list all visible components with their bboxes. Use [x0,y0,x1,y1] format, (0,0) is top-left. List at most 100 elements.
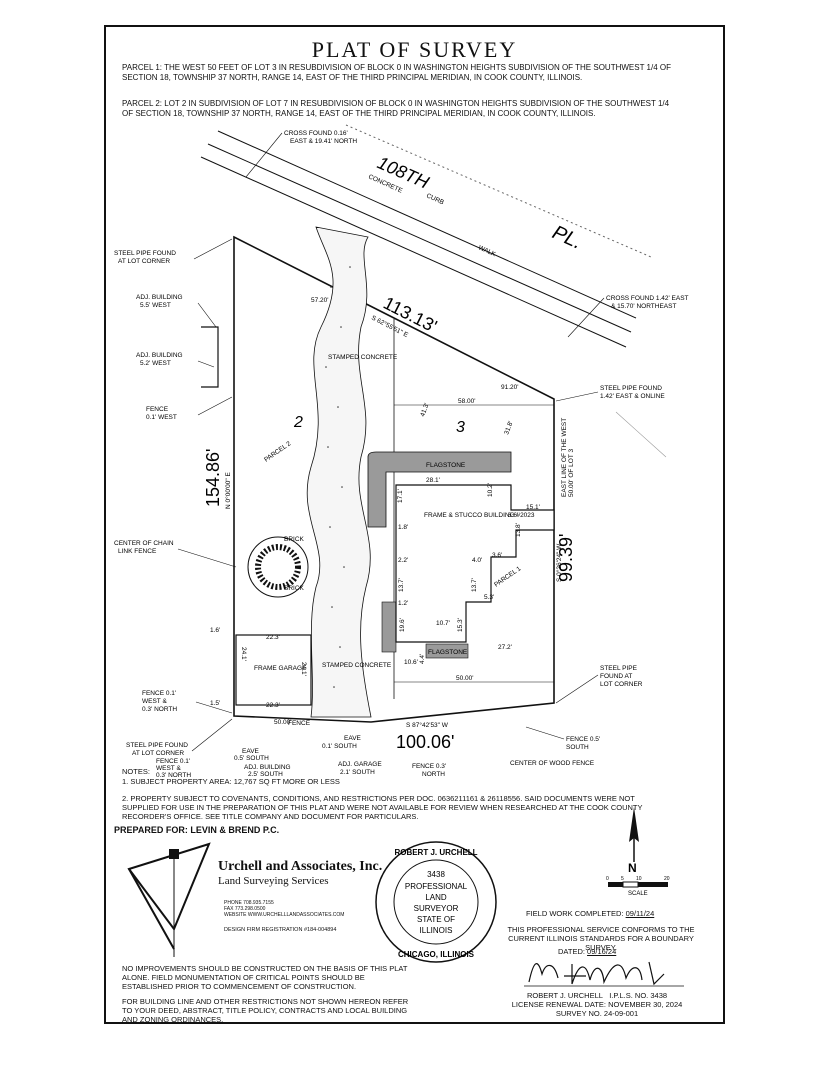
dim-4: 4.0' [472,557,482,564]
flagstone-strip [381,601,397,653]
parcel-1-label: PARCEL 1 [493,565,522,589]
center-chain-label: CENTER OF CHAIN [114,540,174,547]
notes-title: NOTES: [122,767,150,776]
steel-pipe-label: STEEL PIPE [600,665,638,672]
building-label: FRAME & STUCCO BUILDING #2023 [424,512,535,519]
east-boundary-bearing: S 0°26'24" W [555,543,563,582]
dim-6: 6.6' [508,512,518,519]
dim-17: 17.1' [397,489,404,503]
license-renewal: LICENSE RENEWAL DATE: NOVEMBER 30, 2024 [511,1000,683,1009]
logo-target [169,849,179,859]
eave-label: EAVE [242,748,260,755]
disclaimer-2: FOR BUILDING LINE AND OTHER RESTRICTIONS… [122,997,409,1024]
brick-label: BRICK [284,536,305,543]
south-side-labels: EAVE 0.5' SOUTH ADJ. BUILDING 2.5' SOUTH… [234,720,600,778]
curb-label: CURB [425,192,445,206]
logo-plumb [128,868,175,950]
dim-50-b: 50.00' [274,719,292,726]
steel-pipe-label: FOUND AT [600,673,632,680]
adj-building-label: ADJ. BUILDING [244,764,291,771]
bottom-boundary-dimension: 100.06' [396,732,455,752]
scale-block [622,881,639,888]
east-side-labels: STEEL PIPE FOUND 1.42' EAST & ONLINE STE… [600,385,665,688]
surveyor-credentials: ROBERT J. URCHELL I.P.L.S. No. 3438 LICE… [502,991,692,1018]
adj-building-label: 2.5' SOUTH [248,771,283,778]
flagstone-label: FLAGSTONE [426,462,466,469]
dim-13-7b: 13.7' [471,578,478,592]
conformance-statement: THIS PROFESSIONAL SERVICE CONFORMS TO TH… [496,925,706,952]
dim-10-7: 10.7' [436,620,450,627]
adj-building-label: 5.2' WEST [140,360,171,367]
dim-1-5: 1.5' [210,700,220,707]
fax: FAX 773.298.0500 [224,906,266,912]
west-side-labels: STEEL PIPE FOUND AT LOT CORNER ADJ. BUIL… [114,250,191,779]
fence-label: FENCE [288,720,311,727]
lot-number-2: 2 [293,414,303,431]
field-work-line: FIELD WORK COMPLETED: 09/11/24 [526,909,654,918]
steel-pipe-label: LOT CORNER [600,681,643,688]
fence-label: FENCE 0.5' [566,736,600,743]
field-work-date: 09/11/24 [625,909,655,918]
signature-stroke [528,961,665,986]
dim-50-a: 50.00' [456,675,474,682]
dim-3: 3.6' [492,552,502,559]
west-boundary-dimension: 154.86' [203,449,223,508]
dim-58: 58.00' [458,398,476,405]
dim-15-3: 15.3' [457,618,464,632]
surveyor-seal: ROBERT J. URCHELL CHICAGO, ILLINOIS 3438… [375,841,497,963]
leader-lines [525,391,599,740]
adj-garage-label: ADJ. GARAGE [338,761,382,768]
scale-tick: 10 [636,876,642,882]
scale-block [638,882,668,887]
garage-label: FRAME GARAGE [254,665,307,672]
dim-15: 15.1' [526,504,540,511]
eave-label: 0.1' SOUTH [322,743,357,750]
stamped-concrete-driveway [306,226,372,718]
parcel-1-description: PARCEL 1: THE WEST 50 FEET OF LOT 3 IN R… [122,63,671,82]
dim-1-2: 1.2' [398,600,408,607]
company-block: Urchell and Associates, Inc. Land Survey… [218,859,382,887]
fence-label: 0.3' NORTH [142,706,177,713]
seal-line: SURVEYOR [414,904,459,913]
survey-drawing: CONCRETE CURB WALK 108TH PL. CROSS FOUND… [114,124,689,779]
dim-10: 10.2' [487,483,494,497]
adjacent-building [201,326,219,388]
scale-block [608,882,623,887]
flagstone-step [425,643,469,659]
dated-label: DATED: [558,947,585,956]
brick-label: BRICK [284,585,305,592]
conforms-line: CURRENT ILLINOIS STANDARDS FOR A BOUNDAR… [508,934,694,952]
company-logo [127,842,211,957]
fence-label: 0.3' NORTH [156,772,191,779]
flagstone-label: FLAGSTONE [428,649,468,656]
dim-19-6: 19.6' [399,618,406,632]
survey-sheet: PLAT OF SURVEY PARCEL 1: THE WEST 50 FEE… [104,25,725,1024]
ipls-number: I.P.L.S. No. 3438 [609,991,668,1000]
steel-pipe-label: STEEL PIPE FOUND [114,250,176,257]
frame-stucco-building [395,484,555,643]
phone: PHONE 708.935.7155 [224,900,274,906]
scale-tick: 20 [664,876,670,882]
brick-ring [255,544,301,590]
fence-label: FENCE 0.3' [412,763,446,770]
surveyor-name: ROBERT J. URCHELL [526,991,603,1000]
dim-13-7: 13.7' [398,578,405,592]
dim-24-1: 24.1' [240,647,247,661]
seal-line: ILLINOIS [420,926,453,935]
disclaimer-1: NO IMPROVEMENTS SHOULD BE CONSTRUCTED ON… [122,964,408,991]
fence-label: NORTH [422,771,445,778]
dim-27: 27.2' [498,644,512,651]
conforms-line: THIS PROFESSIONAL SERVICE CONFORMS TO TH… [507,925,695,934]
dated-value: 09/16/24 [587,947,617,956]
page-title: PLAT OF SURVEY [311,37,518,62]
seal-number: 3438 [427,870,445,879]
walk-label: WALK [477,244,497,258]
scale-tick: 5 [621,876,624,882]
property-boundary [233,235,555,723]
leader-lines [177,238,237,752]
cross-found-label: CROSS FOUND 1.42' EAST [606,295,689,302]
north-label: N [628,861,637,875]
bottom-boundary-bearing: S 87°42'53" W [406,721,449,729]
flagstone-patio [367,451,512,528]
seal-bottom-text: CHICAGO, ILLINOIS [398,950,475,959]
